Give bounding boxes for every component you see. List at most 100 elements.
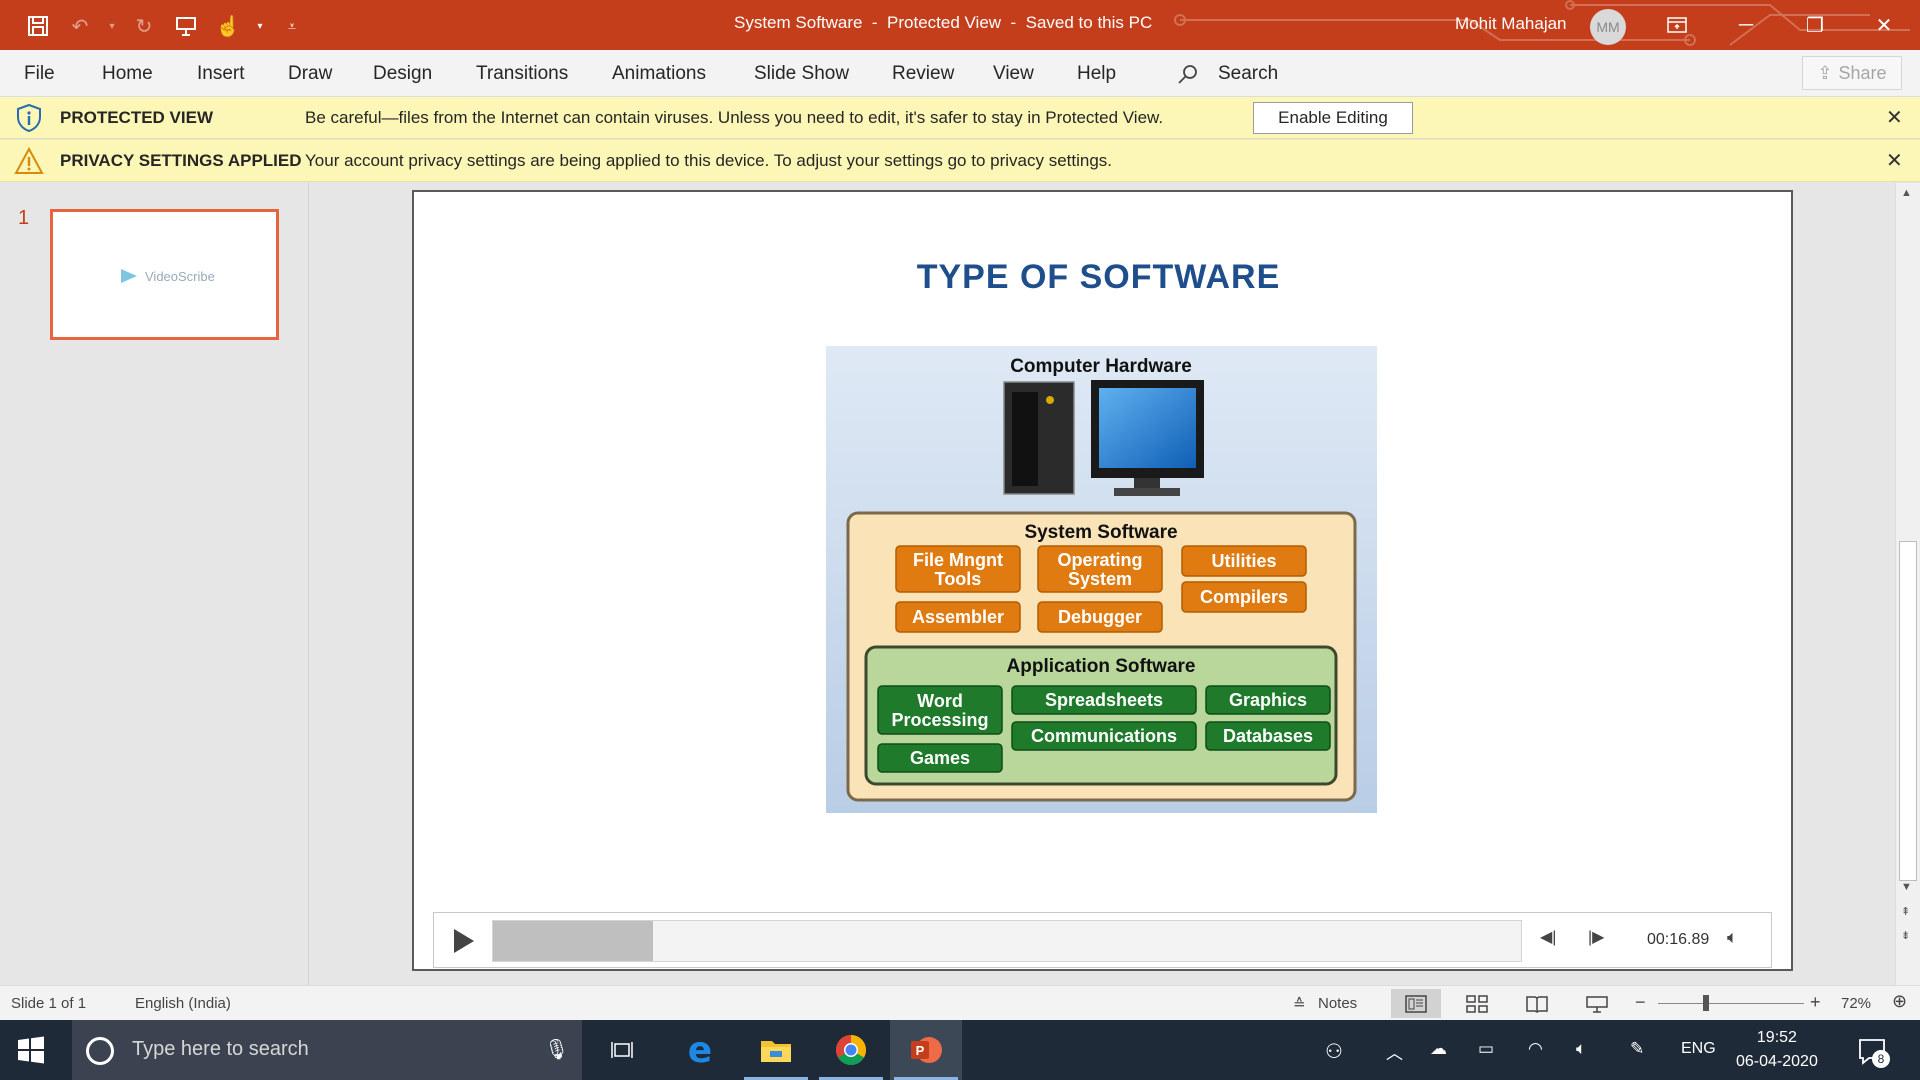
- zoom-out-icon[interactable]: −: [1635, 992, 1646, 1012]
- avatar[interactable]: MM: [1590, 9, 1626, 45]
- zoom-level[interactable]: 72%: [1841, 995, 1872, 1012]
- zoom-slider-thumb[interactable]: [1703, 995, 1709, 1011]
- customize-toolbar-icon[interactable]: ⩡: [288, 17, 296, 34]
- zoom-slider[interactable]: [1658, 1003, 1804, 1004]
- present-from-beginning-icon[interactable]: [170, 10, 202, 42]
- slide-thumbnail[interactable]: VideoScribe: [50, 209, 279, 340]
- chrome-icon[interactable]: [815, 1020, 887, 1080]
- cortana-icon[interactable]: [86, 1037, 114, 1065]
- slide-title: TYPE OF SOFTWARE: [916, 258, 1281, 296]
- tab-animations[interactable]: Animations: [612, 63, 706, 84]
- next-slide-icon[interactable]: ⇟: [1901, 930, 1911, 942]
- tab-review[interactable]: Review: [892, 63, 955, 84]
- pen-icon[interactable]: ✎: [1630, 1039, 1645, 1058]
- slide-show-view-icon[interactable]: [1572, 989, 1622, 1018]
- system-software-item: Assembler: [895, 601, 1021, 633]
- touch-mode-icon[interactable]: ☝: [215, 15, 241, 38]
- tab-design[interactable]: Design: [373, 63, 433, 84]
- svg-text:File Mngnt: File Mngnt: [913, 550, 1003, 570]
- hardware-label: Computer Hardware: [1010, 356, 1192, 377]
- media-progress-bar[interactable]: [492, 920, 1522, 962]
- tab-help[interactable]: Help: [1077, 63, 1117, 84]
- step-back-icon[interactable]: ◀|: [1540, 929, 1557, 946]
- svg-text:Spreadsheets: Spreadsheets: [1045, 690, 1163, 710]
- play-icon[interactable]: [454, 929, 474, 953]
- fit-slide-icon[interactable]: ⊕: [1892, 991, 1908, 1011]
- tab-insert[interactable]: Insert: [197, 63, 245, 84]
- network-icon[interactable]: ◠: [1528, 1039, 1543, 1058]
- undo-icon[interactable]: ↶: [71, 15, 89, 38]
- shield-info-icon: [17, 103, 41, 133]
- volume-icon[interactable]: 🔈︎: [1727, 927, 1738, 947]
- save-icon[interactable]: [22, 10, 54, 42]
- file-explorer-icon[interactable]: [740, 1020, 812, 1080]
- videoscribe-play-icon: [121, 269, 137, 283]
- enable-editing-button[interactable]: Enable Editing: [1253, 102, 1413, 134]
- taskbar-search-placeholder: Type here to search: [132, 1038, 309, 1060]
- ribbon-tabs: File Home Insert Draw Design Transitions…: [0, 50, 1920, 97]
- tab-transitions[interactable]: Transitions: [476, 63, 569, 84]
- battery-icon[interactable]: ▭: [1478, 1039, 1495, 1058]
- language-status[interactable]: English (India): [135, 995, 231, 1012]
- protected-view-bar: PROTECTED VIEW Be careful—files from the…: [0, 97, 1920, 139]
- volume-icon[interactable]: 🔈︎: [1576, 1039, 1587, 1058]
- undo-dropdown-icon[interactable]: ▾: [109, 20, 115, 32]
- application-software-item: Communications: [1011, 721, 1197, 751]
- reading-view-icon[interactable]: [1512, 989, 1562, 1018]
- system-clock[interactable]: 19:52 06-04-2020: [1736, 1026, 1818, 1074]
- tab-slide-show[interactable]: Slide Show: [754, 63, 850, 84]
- logo-text: VideoScribe: [145, 268, 215, 284]
- show-hidden-icons-icon[interactable]: ︿: [1386, 1044, 1403, 1063]
- close-icon[interactable]: ✕: [1875, 14, 1893, 37]
- close-icon[interactable]: ✕: [1886, 150, 1903, 172]
- edge-browser-icon[interactable]: e: [687, 1029, 713, 1071]
- normal-view-icon[interactable]: [1391, 989, 1441, 1018]
- step-forward-icon[interactable]: |▶: [1588, 929, 1605, 946]
- ribbon-display-options-icon[interactable]: [1643, 0, 1711, 50]
- scroll-up-icon[interactable]: ▲: [1901, 187, 1912, 199]
- slide-canvas[interactable]: TYPE OF SOFTWARE Computer Hardware Syste…: [412, 190, 1793, 971]
- tab-home[interactable]: Home: [102, 63, 153, 84]
- scroll-down-icon[interactable]: ▼: [1901, 881, 1912, 893]
- microphone-icon[interactable]: 🎙︎: [544, 1039, 570, 1061]
- slide-sorter-icon[interactable]: [1452, 989, 1502, 1018]
- close-icon[interactable]: ✕: [1886, 107, 1903, 129]
- scrollbar-thumb[interactable]: [1899, 541, 1917, 881]
- action-center-icon[interactable]: [1857, 1036, 1887, 1066]
- input-language[interactable]: ENG: [1681, 1040, 1716, 1057]
- svg-text:Communications: Communications: [1031, 726, 1177, 746]
- user-name[interactable]: Mohit Mahajan: [1455, 14, 1567, 33]
- tab-file[interactable]: File: [24, 63, 55, 84]
- previous-slide-icon[interactable]: ⇞: [1901, 906, 1911, 918]
- privacy-settings-bar: PRIVACY SETTINGS APPLIED Your account pr…: [0, 140, 1920, 182]
- touch-dropdown-icon[interactable]: ▾: [257, 20, 263, 32]
- taskbar-search-box[interactable]: Type here to search 🎙︎: [72, 1020, 582, 1080]
- windows-start-icon[interactable]: [17, 1036, 45, 1064]
- powerpoint-indicator: [894, 1077, 958, 1080]
- people-icon[interactable]: ⚇: [1325, 1041, 1343, 1063]
- tab-draw[interactable]: Draw: [288, 63, 333, 84]
- vertical-scrollbar[interactable]: ▲ ▼ ⇞ ⇟: [1895, 183, 1920, 985]
- system-software-item: Utilities: [1181, 545, 1307, 577]
- share-button[interactable]: ⇪ Share: [1802, 56, 1902, 90]
- restore-icon[interactable]: ❐: [1806, 14, 1824, 37]
- svg-text:P: P: [916, 1043, 925, 1058]
- application-software-item: Databases: [1205, 721, 1331, 751]
- svg-text:Assembler: Assembler: [912, 607, 1004, 627]
- search-label[interactable]: Search: [1218, 63, 1279, 84]
- powerpoint-icon[interactable]: P: [890, 1020, 962, 1080]
- onedrive-icon[interactable]: ☁: [1430, 1039, 1447, 1058]
- tab-view[interactable]: View: [993, 63, 1034, 84]
- thumbnail-number: 1: [18, 207, 30, 229]
- share-label: Share: [1838, 62, 1887, 83]
- file-explorer-indicator: [744, 1077, 808, 1080]
- minimize-icon[interactable]: ─: [1738, 13, 1754, 36]
- notes-icon[interactable]: ≙: [1293, 996, 1306, 1013]
- notes-button[interactable]: Notes: [1318, 995, 1358, 1012]
- zoom-in-icon[interactable]: +: [1810, 992, 1821, 1012]
- search-icon[interactable]: [1176, 62, 1200, 86]
- task-view-icon[interactable]: [588, 1020, 660, 1080]
- clock-date: 06-04-2020: [1736, 1053, 1818, 1070]
- redo-icon[interactable]: ↻: [135, 15, 153, 38]
